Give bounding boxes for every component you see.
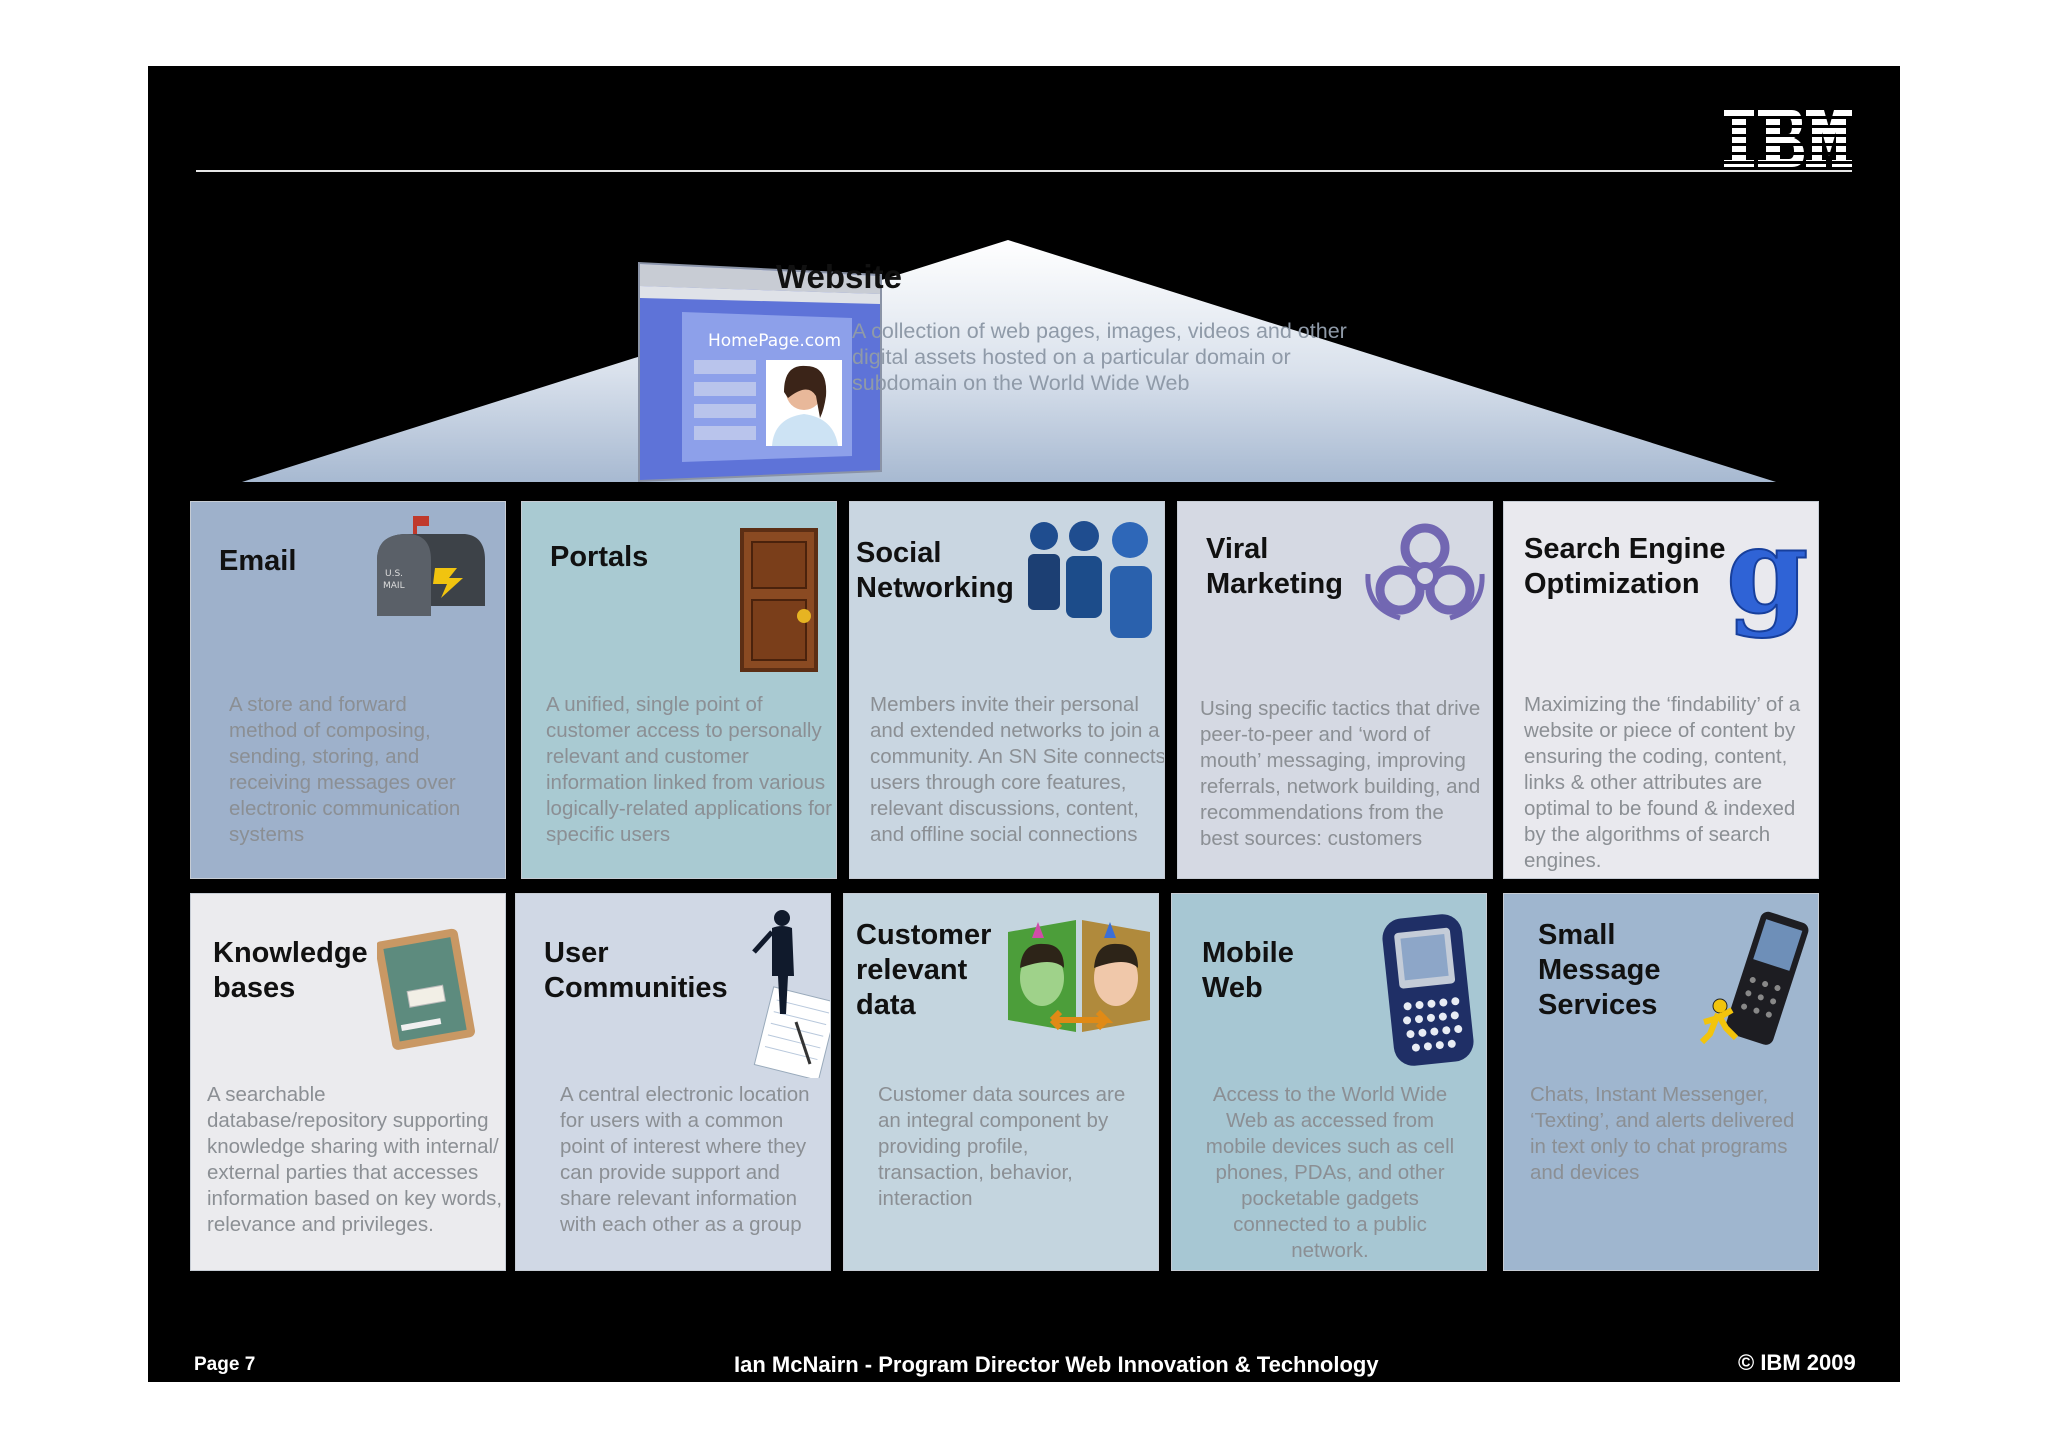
card-user-communities: User Communities A central electronic lo…: [515, 893, 831, 1271]
card-title: Mobile Web: [1202, 937, 1294, 1004]
svg-text:U.S.: U.S.: [385, 569, 403, 579]
card-portals: Portals A unified, single point of custo…: [521, 501, 837, 879]
card-sms: Small Message Services Chats, Instant Me…: [1503, 893, 1819, 1271]
card-title: Small Message Services: [1538, 919, 1661, 1021]
mailbox-icon: U.S. MAIL: [377, 516, 485, 616]
people-group-icon: [1028, 521, 1152, 638]
card-description: Access to the World Wide Web as accessed…: [1205, 1083, 1455, 1262]
google-g-icon: g: [1725, 518, 1810, 641]
card-email: Email U.S. MAIL A store and forward meth…: [190, 501, 506, 879]
presenter-credit: Ian McNairn - Program Director Web Innov…: [734, 1352, 1379, 1377]
card-description: A store and forward method of composing,…: [229, 693, 461, 846]
card-description: A unified, single point of customer acce…: [546, 693, 833, 846]
biohazard-icon: [1365, 523, 1485, 621]
card-title: Knowledge bases: [213, 937, 368, 1004]
card-mobile-web: Mobile Web Access to the World Wide Web …: [1171, 893, 1487, 1271]
browser-brand: HomePage.com: [708, 331, 841, 351]
website-title: Website: [776, 258, 902, 295]
ibm-logo: [1724, 110, 1852, 167]
card-title: Social Networking: [856, 537, 1014, 604]
card-title: User Communities: [544, 937, 728, 1004]
card-title: Search Engine Optimization: [1524, 533, 1726, 600]
card-description: Chats, Instant Messenger, ‘Texting’, and…: [1530, 1083, 1795, 1184]
card-description: Using specific tactics that drive peer-t…: [1200, 697, 1481, 850]
chalkboard-icon: [377, 928, 475, 1050]
messenger-phone-icon: [1699, 911, 1809, 1045]
card-description: A searchable database/repository support…: [207, 1083, 503, 1236]
card-title: Email: [219, 545, 297, 577]
card-description: A central electronic location for users …: [560, 1083, 810, 1236]
svg-text:MAIL: MAIL: [383, 581, 405, 591]
page-number: Page 7: [194, 1354, 256, 1375]
door-icon: [740, 528, 818, 672]
smartphone-icon: [1382, 914, 1474, 1066]
card-seo: Search Engine Optimization g Maximizing …: [1503, 501, 1819, 879]
browser-window-icon: HomePage.com: [638, 262, 882, 482]
website-roof: [242, 240, 1776, 482]
presenter-icon: [752, 910, 830, 1078]
card-title: Viral Marketing: [1206, 533, 1343, 600]
card-description: Members invite their personal and extend…: [870, 693, 1165, 846]
card-viral-marketing: Viral Marketing Using specific tactics t…: [1177, 501, 1493, 879]
card-customer-data: Customer relevant data Customer data sou…: [843, 893, 1159, 1271]
card-description: Customer data sources are an integral co…: [878, 1083, 1126, 1210]
copyright: © IBM 2009: [1738, 1350, 1856, 1375]
card-description: Maximizing the ‘findability’ of a websit…: [1524, 693, 1801, 872]
header-rule: [196, 170, 1852, 172]
svg-text:g: g: [1726, 518, 1809, 640]
card-social-networking: Social Networking Members invite their p…: [849, 501, 1165, 879]
card-title: Customer relevant data: [856, 919, 992, 1021]
website-description: A collection of web pages, images, video…: [852, 319, 1347, 395]
card-knowledge-bases: Knowledge bases A searchable database/re…: [190, 893, 506, 1271]
faces-exchange-icon: [1008, 920, 1150, 1032]
card-title: Portals: [550, 541, 649, 573]
